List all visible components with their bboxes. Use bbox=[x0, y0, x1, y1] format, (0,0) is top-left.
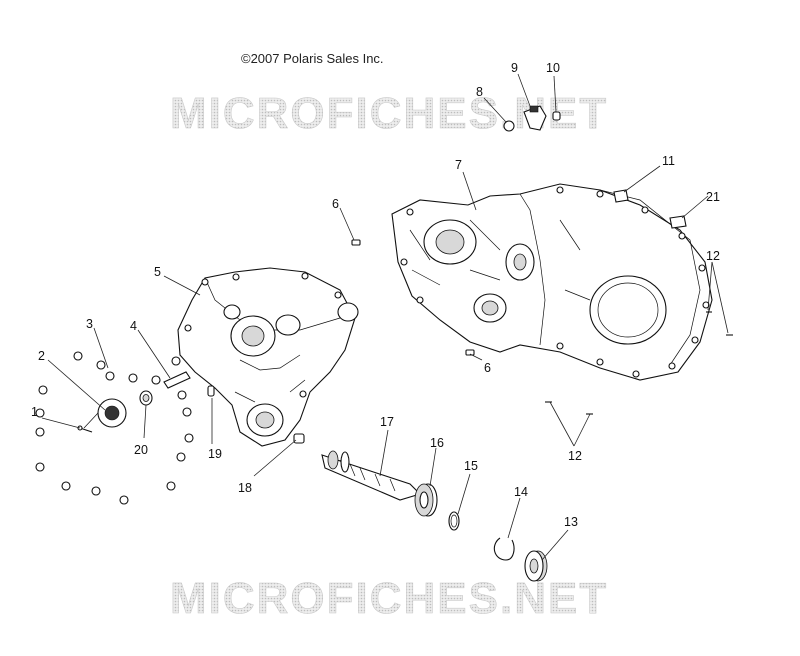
callout-4: 4 bbox=[130, 319, 137, 333]
bolt-set bbox=[35, 351, 194, 505]
callout-1: 1 bbox=[31, 405, 38, 419]
speed-sensor bbox=[523, 105, 547, 131]
snap-ring bbox=[493, 537, 515, 561]
callout-2: 2 bbox=[38, 349, 45, 363]
drain-plug bbox=[669, 215, 687, 229]
callout-12-lower: 12 bbox=[568, 449, 582, 463]
alignment-dowels bbox=[351, 239, 475, 356]
callout-18: 18 bbox=[238, 481, 252, 495]
sensor-screw bbox=[552, 111, 561, 121]
dowel-pin bbox=[207, 385, 215, 397]
watermark-bottom: MICROFICHES.NET bbox=[170, 574, 608, 623]
callout-19: 19 bbox=[208, 447, 222, 461]
bushing bbox=[139, 390, 153, 406]
callout-6-lower: 6 bbox=[484, 361, 491, 375]
callout-5: 5 bbox=[154, 265, 161, 279]
fill-plug bbox=[613, 189, 629, 203]
plug bbox=[293, 433, 305, 444]
callout-21: 21 bbox=[706, 190, 720, 204]
o-ring bbox=[448, 511, 460, 531]
callout-labels: 1 2 3 4 5 6 6 7 8 9 10 11 21 12 12 13 14… bbox=[31, 61, 720, 529]
callout-10: 10 bbox=[546, 61, 560, 75]
idler-pulley bbox=[83, 398, 127, 429]
spacer-sleeve bbox=[163, 371, 191, 389]
callout-17: 17 bbox=[380, 415, 394, 429]
callout-14: 14 bbox=[514, 485, 528, 499]
oil-seal bbox=[524, 550, 548, 582]
sensor-o-ring bbox=[503, 120, 515, 132]
callout-3: 3 bbox=[86, 317, 93, 331]
callout-15: 15 bbox=[464, 459, 478, 473]
callout-13: 13 bbox=[564, 515, 578, 529]
callout-12-upper: 12 bbox=[706, 249, 720, 263]
copyright-notice: ©2007 Polaris Sales Inc. bbox=[241, 51, 384, 66]
callout-16: 16 bbox=[430, 436, 444, 450]
bearing bbox=[414, 483, 438, 517]
callout-20: 20 bbox=[134, 443, 148, 457]
case-pins bbox=[545, 311, 733, 415]
callout-6-upper: 6 bbox=[332, 197, 339, 211]
leader-lines bbox=[41, 73, 729, 561]
callout-9: 9 bbox=[511, 61, 518, 75]
callout-11: 11 bbox=[662, 154, 675, 168]
callout-7: 7 bbox=[455, 158, 462, 172]
callout-8: 8 bbox=[476, 85, 483, 99]
left-case-housing bbox=[177, 267, 359, 447]
right-case-housing bbox=[391, 183, 713, 381]
output-shaft bbox=[321, 450, 422, 501]
